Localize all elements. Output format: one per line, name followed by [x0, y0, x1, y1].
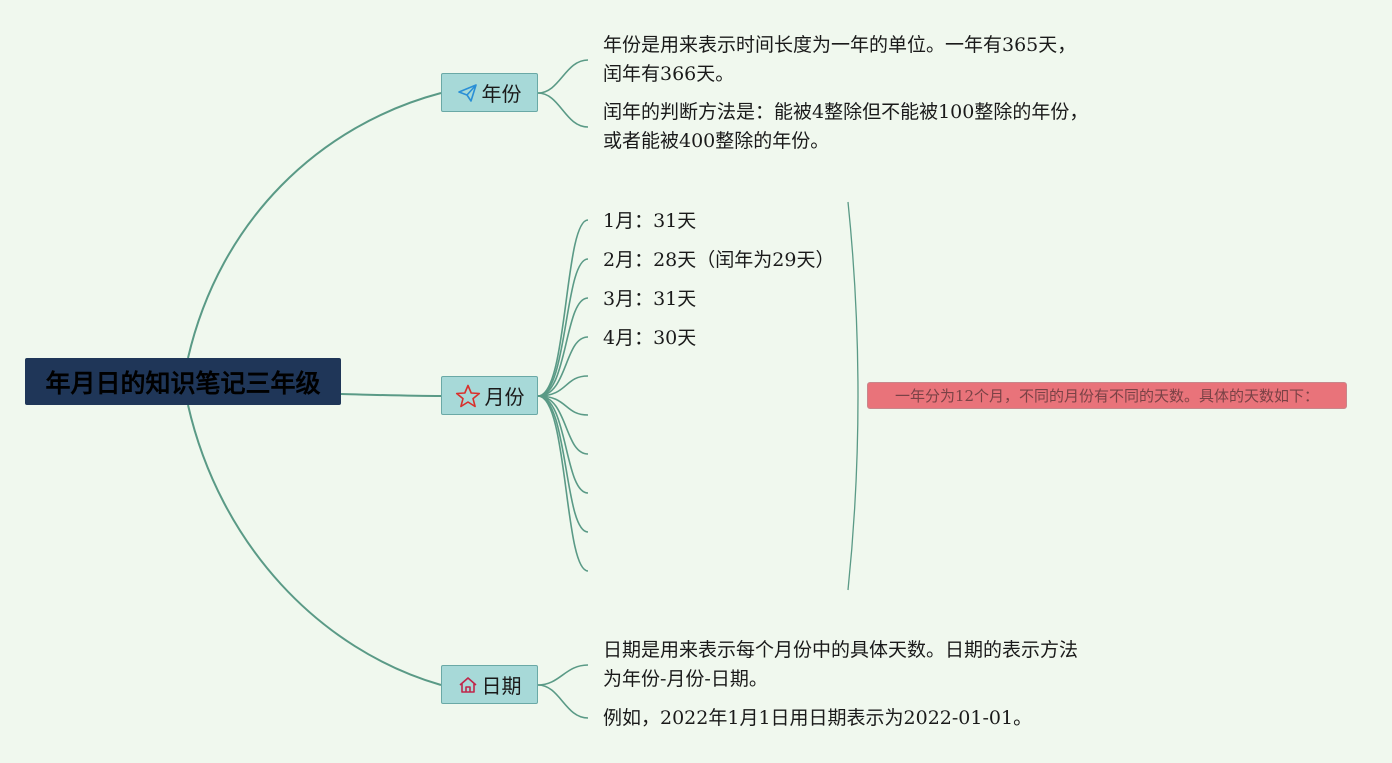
- root-topic-label: 年月日的知识笔记三年级: [45, 368, 321, 398]
- summary-bracket: [847, 201, 859, 591]
- month-leaf-4: 4月：30天: [603, 327, 697, 349]
- year-leaf-2: 闰年的判断方法是：能被4整除但不能被100整除的年份， 或者能被400整除的年份…: [603, 101, 1089, 152]
- month-leaf-3: 3月：31天: [603, 288, 697, 310]
- date-leaf-1: 日期是用来表示每个月份中的具体天数。日期的表示方法 为年份-月份-日期。: [603, 639, 1079, 690]
- connector-year-leaf-2: [537, 92, 589, 128]
- connector-month-leaf-8: [537, 395, 589, 494]
- branch-year-label: 年份: [481, 82, 522, 106]
- connector-month-leaf-2: [537, 258, 589, 397]
- connector-month-leaf-10: [537, 395, 589, 572]
- month-leaf-2: 2月：28天（闰年为29天）: [603, 249, 835, 271]
- connector-month-leaf-3: [537, 297, 589, 397]
- connector-date-leaf-2: [537, 684, 589, 719]
- root-topic[interactable]: 年月日的知识笔记三年级: [25, 358, 341, 405]
- connector-root-year: [187, 92, 442, 359]
- date-leaf-2: 例如，2022年1月1日用日期表示为2022-01-01。: [603, 707, 1033, 729]
- connector-month-leaf-1: [537, 219, 589, 397]
- star-icon: [455, 384, 481, 408]
- connector-date-leaf-1: [537, 664, 589, 686]
- paper-plane-icon: [457, 83, 478, 102]
- connector-year-leaf-1: [537, 59, 589, 94]
- connector-root-date: [187, 404, 442, 686]
- connector-root-month: [340, 393, 442, 397]
- branch-date-label: 日期: [481, 674, 522, 698]
- year-leaf-1: 年份是用来表示时间长度为一年的单位。一年有365天， 闰年有366天。: [603, 34, 1077, 85]
- month-summary-box[interactable]: 一年分为12个月，不同的月份有不同的天数。具体的天数如下：: [867, 382, 1347, 409]
- branch-month[interactable]: 月份: [441, 376, 538, 415]
- branch-date[interactable]: 日期: [441, 665, 538, 704]
- connector-month-leaf-4: [537, 336, 589, 397]
- branch-month-label: 月份: [484, 385, 525, 409]
- connector-month-leaf-7: [537, 395, 589, 455]
- home-icon: [458, 676, 478, 694]
- month-leaf-1: 1月：31天: [603, 210, 697, 232]
- connector-month-leaf-5: [537, 375, 589, 397]
- month-summary-label: 一年分为12个月，不同的月份有不同的天数。具体的天数如下：: [894, 387, 1320, 405]
- branch-year[interactable]: 年份: [441, 73, 538, 112]
